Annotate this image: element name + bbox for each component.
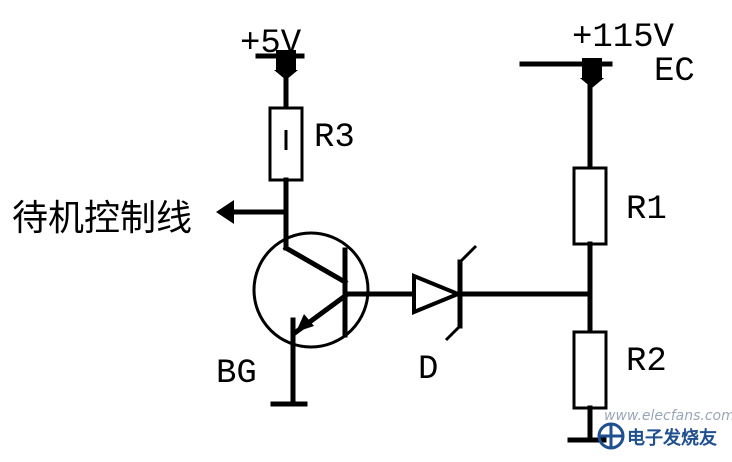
label-bg: BG	[216, 355, 257, 393]
label-ec: EC	[654, 53, 695, 91]
resistor-r2	[572, 330, 608, 410]
label-d: D	[418, 351, 438, 389]
resistor-r1	[572, 166, 608, 246]
watermark-brand: 电子发烧友	[627, 427, 717, 449]
label-standby-control: 待机控制线	[12, 198, 192, 239]
label-plus-115v: +115V	[572, 19, 675, 57]
label-r3: R3	[314, 119, 355, 157]
label-r2: R2	[626, 343, 667, 381]
watermark-logo	[597, 422, 625, 450]
label-r1: R1	[626, 191, 667, 229]
standby-arrow-icon	[216, 200, 234, 224]
transistor-bg	[252, 231, 370, 407]
supply-115v-terminal	[519, 58, 613, 88]
watermark-site: www.elecfans.com	[604, 408, 732, 424]
label-plus-5v: +5V	[240, 25, 302, 63]
supply-5v-terminal	[255, 50, 305, 80]
